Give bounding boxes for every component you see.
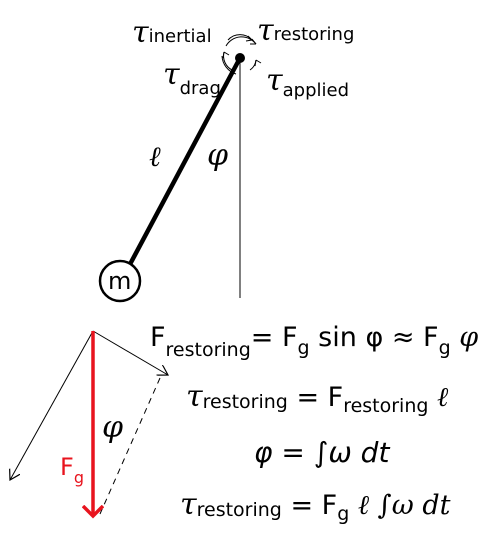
torque-circulation-icon <box>221 34 262 75</box>
eq1-F: F <box>150 322 166 353</box>
eq4-subscript: restoring <box>196 499 282 521</box>
tau-inertial-label: τinertial <box>132 18 212 48</box>
tau-symbol: τ <box>132 15 149 50</box>
pivot-point <box>235 53 245 63</box>
eq2-rhs-2: ℓ <box>428 382 449 413</box>
tau-symbol: τ <box>266 63 283 98</box>
tau-restoring-label: τrestoring <box>257 16 354 46</box>
eq4-rhs-2: ℓ ∫ω dt <box>349 490 451 521</box>
eq4-rhs-subscript: g <box>337 503 350 525</box>
applied-subscript: applied <box>282 80 349 101</box>
eq2-subscript: restoring <box>202 391 288 413</box>
eq2-rhs-subscript: restoring <box>343 395 429 417</box>
gravity-force-label: Fg <box>60 453 84 486</box>
tau-applied-label: τapplied <box>266 63 349 100</box>
eq1-rhs-2: sin φ ≈ F <box>309 322 439 353</box>
tension-direction-arrow <box>10 330 94 480</box>
restoring-subscript: restoring <box>273 24 355 45</box>
eq2-tau: τ <box>186 379 203 414</box>
restoring-force-arrow <box>92 330 168 375</box>
equation-angle-integral: φ = ∫ω dt <box>254 436 390 469</box>
drag-subscript: drag <box>179 78 221 99</box>
mass-bob <box>98 259 142 303</box>
angle-symbol-forces: φ <box>102 410 124 445</box>
equation-restoring-force: Frestoring= Fg sin φ ≈ Fg φ <box>150 322 479 360</box>
eq4-tau: τ <box>180 487 197 522</box>
tau-symbol: τ <box>257 13 274 48</box>
mass-label: m <box>108 267 132 295</box>
eq1-rhs-subscript-2: g <box>438 337 451 359</box>
inertial-subscript: inertial <box>148 26 212 47</box>
eq1-rhs-1: = F <box>250 322 298 353</box>
tau-symbol: τ <box>163 57 180 92</box>
eq1-subscript: restoring <box>165 339 251 361</box>
tau-drag-label: τdrag <box>163 57 221 98</box>
eq2-rhs-1: = F <box>287 382 344 413</box>
eq1-rhs-subscript: g <box>297 337 310 359</box>
eq4-rhs-1: = F <box>281 490 338 521</box>
component-dashed-line <box>99 377 161 515</box>
pendulum-rod <box>126 56 242 270</box>
eq1-rhs-3: φ <box>450 322 479 353</box>
equation-restoring-torque: τrestoring = Frestoring ℓ <box>186 379 449 416</box>
gravity-subscript: g <box>73 468 84 487</box>
length-symbol: ℓ <box>149 140 161 173</box>
angle-symbol-top: φ <box>207 138 229 173</box>
equation-restoring-torque-integral: τrestoring = Fg ℓ ∫ω dt <box>180 487 451 524</box>
gravity-F: F <box>60 453 74 481</box>
